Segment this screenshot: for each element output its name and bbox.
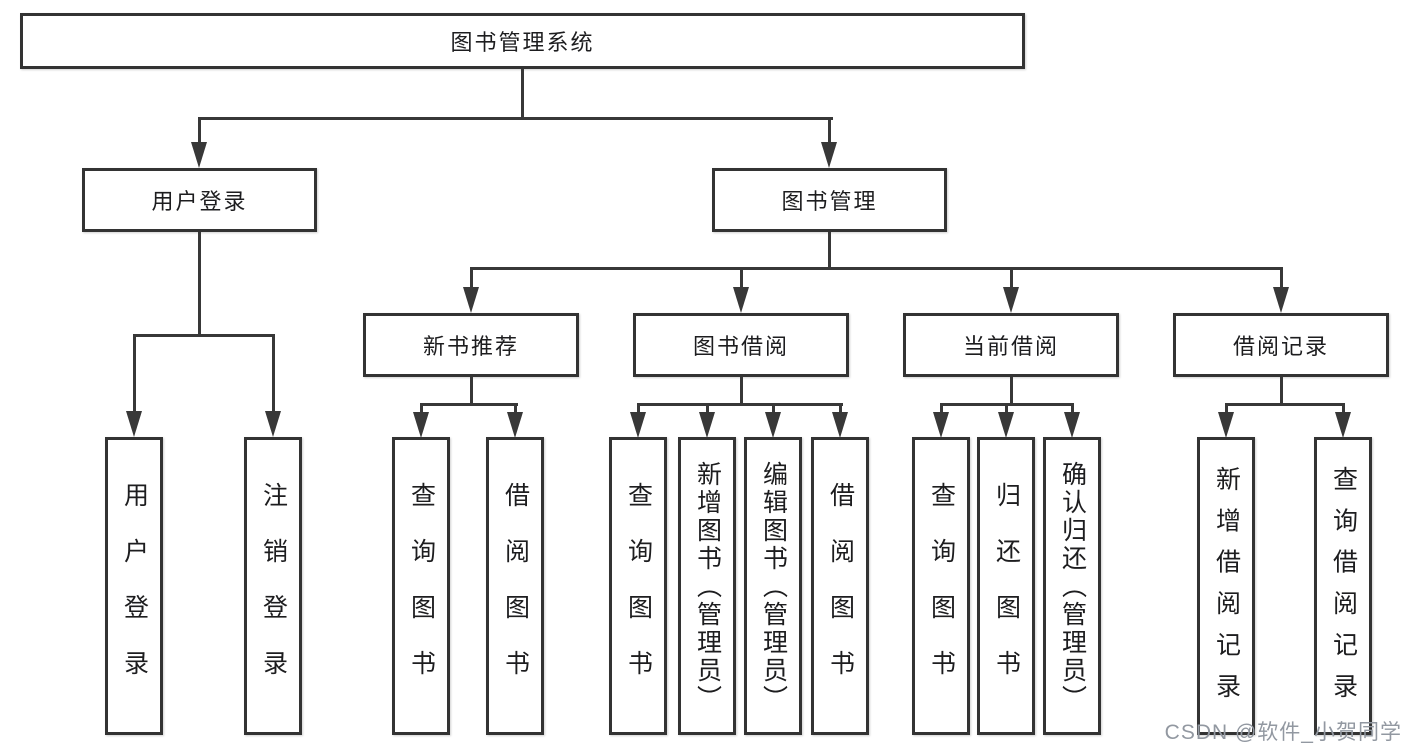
arrow-down-icon — [1335, 412, 1351, 438]
leaf-add-book-admin: 新增图书（管理员） — [678, 437, 736, 735]
leaf-return-book: 归还图书 — [977, 437, 1035, 735]
connector-line — [521, 69, 524, 119]
leaf-query-borrow-record: 查询借阅记录 — [1314, 437, 1372, 735]
connector-line — [637, 405, 640, 414]
connector-line — [133, 336, 136, 412]
arrow-down-icon — [821, 142, 837, 168]
leaf-query-book: 查询图书 — [392, 437, 450, 735]
leaf-logout-login: 注销登录 — [244, 437, 302, 735]
arrow-down-icon — [1273, 287, 1289, 313]
arrow-down-icon — [765, 412, 781, 438]
leaf-label: 新增借阅记录 — [1212, 465, 1241, 715]
leaf-borrow-book: 借阅图书 — [811, 437, 869, 735]
connector-line — [1225, 405, 1228, 414]
leaf-label: 借阅图书 — [826, 481, 855, 706]
connector-line — [940, 405, 943, 414]
arrow-down-icon — [832, 412, 848, 438]
arrow-down-icon — [413, 412, 429, 438]
arrow-down-icon — [1218, 412, 1234, 438]
connector-line — [828, 232, 831, 270]
connector-line — [420, 403, 518, 406]
connector-line — [198, 232, 201, 337]
leaf-query-book: 查询图书 — [912, 437, 970, 735]
connector-line — [637, 403, 843, 406]
node-borrow-record: 借阅记录 — [1173, 313, 1389, 377]
arrow-down-icon — [1064, 412, 1080, 438]
leaf-label: 查询图书 — [407, 481, 436, 706]
node-current-borrow: 当前借阅 — [903, 313, 1119, 377]
connector-line — [272, 336, 275, 412]
arrow-down-icon — [463, 287, 479, 313]
leaf-label: 归还图书 — [992, 481, 1021, 706]
connector-line — [470, 377, 473, 406]
connector-line — [1010, 269, 1013, 289]
arrow-down-icon — [265, 411, 281, 437]
connector-line — [1280, 269, 1283, 289]
connector-line — [470, 269, 473, 289]
arrow-down-icon — [507, 412, 523, 438]
connector-line — [133, 334, 275, 337]
connector-line — [1010, 377, 1013, 406]
connector-line — [198, 118, 201, 144]
connector-line — [1225, 403, 1345, 406]
connector-line — [420, 405, 423, 414]
node-root: 图书管理系统 — [20, 13, 1025, 69]
arrow-down-icon — [630, 412, 646, 438]
leaf-borrow-book: 借阅图书 — [486, 437, 544, 735]
leaf-label: 注销登录 — [259, 481, 288, 706]
leaf-label: 用户登录 — [120, 481, 149, 706]
arrow-down-icon — [733, 287, 749, 313]
connector-line — [1280, 377, 1283, 406]
node-book-management: 图书管理 — [712, 168, 947, 232]
leaf-add-borrow-record: 新增借阅记录 — [1197, 437, 1255, 735]
leaf-label: 确认归还（管理员） — [1058, 460, 1087, 713]
leaf-user-login: 用户登录 — [105, 437, 163, 735]
connector-line — [740, 269, 743, 289]
arrow-down-icon — [933, 412, 949, 438]
connector-line — [514, 405, 517, 414]
leaf-confirm-return-admin: 确认归还（管理员） — [1043, 437, 1101, 735]
arrow-down-icon — [191, 142, 207, 168]
node-book-borrow: 图书借阅 — [633, 313, 849, 377]
arrow-down-icon — [126, 411, 142, 437]
connector-line — [1005, 405, 1008, 414]
arrow-down-icon — [998, 412, 1014, 438]
node-new-book-recommend: 新书推荐 — [363, 313, 579, 377]
leaf-edit-book-admin: 编辑图书（管理员） — [744, 437, 802, 735]
leaf-label: 新增图书（管理员） — [693, 460, 722, 713]
connector-line — [706, 405, 709, 414]
leaf-query-book: 查询图书 — [609, 437, 667, 735]
node-user-login: 用户登录 — [82, 168, 317, 232]
connector-line — [740, 377, 743, 406]
connector-line — [839, 405, 842, 414]
leaf-label: 查询图书 — [927, 481, 956, 706]
leaf-label: 查询借阅记录 — [1329, 465, 1358, 715]
arrow-down-icon — [699, 412, 715, 438]
connector-line — [1071, 405, 1074, 414]
watermark-text: CSDN @软件_小贺同学 — [1164, 721, 1402, 744]
connector-line — [198, 117, 833, 120]
connector-line — [1342, 405, 1345, 414]
leaf-label: 编辑图书（管理员） — [759, 460, 788, 713]
connector-line — [470, 267, 1283, 270]
connector-line — [940, 403, 1074, 406]
leaf-label: 借阅图书 — [501, 481, 530, 706]
leaf-label: 查询图书 — [624, 481, 653, 706]
connector-line — [772, 405, 775, 414]
connector-line — [828, 118, 831, 144]
arrow-down-icon — [1003, 287, 1019, 313]
